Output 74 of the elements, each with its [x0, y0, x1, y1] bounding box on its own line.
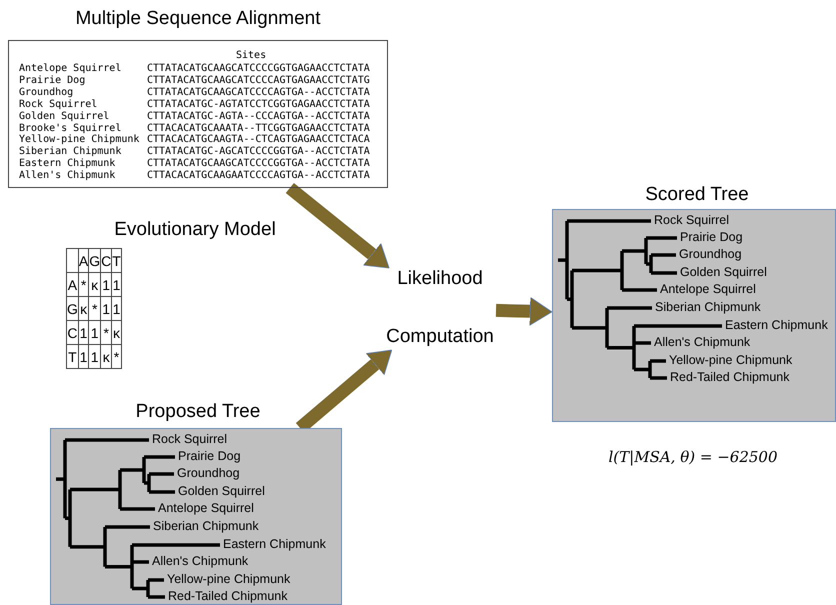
process-label: Likelihood: [397, 268, 483, 290]
panel-title: Evolutionary Model: [114, 219, 276, 241]
species-name: Brooke's Squirrel: [19, 122, 122, 134]
matrix-cell: 1: [112, 272, 122, 296]
matrix-cell: 1: [112, 296, 122, 320]
matrix-cell: κ: [88, 272, 101, 296]
likelihood-formula: l(T|MSA, θ) = −62500: [608, 448, 778, 466]
species-label: Golden Squirrel: [178, 484, 265, 499]
species-label: Yellow-pine Chipmunk: [669, 353, 792, 368]
matrix-cell: A: [78, 248, 89, 272]
matrix-cell: *: [112, 344, 122, 368]
sequence-text: CTTACACATGCAAGTA--CTCAGTGAGAACCTCTACA: [147, 134, 370, 146]
sequence-text: CTTATACATGCAAGCATCCCCGGTGAGAACCTCTATA: [147, 63, 370, 75]
species-name: Groundhog: [19, 86, 74, 99]
panel-title: Proposed Tree: [136, 401, 260, 423]
matrix-cell: *: [100, 320, 112, 344]
species-label: Eastern Chipmunk: [725, 318, 828, 333]
sequence-text: CTTATACATGCAAGCATCCCCAGTGA--ACCTCTATA: [147, 86, 370, 99]
species-label: Red-Tailed Chipmunk: [168, 589, 288, 604]
species-label: Antelope Squirrel: [660, 282, 756, 297]
species-label: Eastern Chipmunk: [223, 537, 326, 552]
species-label: Antelope Squirrel: [158, 501, 254, 516]
species-label: Prairie Dog: [680, 230, 743, 245]
matrix-cell: T: [112, 248, 122, 272]
sequence-text: CTTATACATGCAAGCATCCCCAGTGAGAACCTCTATG: [147, 74, 370, 87]
species-label: Rock Squirrel: [152, 432, 228, 447]
sequence-text: CTTATACATGC-AGTA--CCCAGTGA--ACCTCTATA: [147, 110, 370, 123]
matrix-cell: *: [88, 296, 101, 320]
species-label: Allen's Chipmunk: [152, 554, 248, 569]
species-name: Siberian Chipmunk: [19, 146, 122, 158]
species-label: Groundhog: [177, 466, 240, 481]
species-name: Rock Squirrel: [19, 98, 98, 111]
sequence-text: CTTACACATGCAAGAATCCCCAGTGA--ACCTCTATA: [147, 170, 370, 182]
matrix-cell: A: [66, 272, 78, 296]
matrix-cell: G: [88, 248, 101, 272]
species-label: Yellow-pine Chipmunk: [167, 572, 290, 587]
species-label: Allen's Chipmunk: [654, 335, 750, 350]
sequence-text: CTTACACATGCAAATA--TTCGGTGAGAACCTCTATA: [147, 122, 370, 134]
block-arrow: [496, 296, 552, 326]
sequence-text: CTTATACATGCAAGCATCCCCGGTGA--ACCTCTATA: [147, 158, 370, 170]
matrix-cell: κ: [112, 320, 122, 344]
matrix-cell: 1: [100, 296, 112, 320]
species-label: Red-Tailed Chipmunk: [670, 370, 790, 385]
species-name: Eastern Chipmunk: [19, 158, 116, 170]
species-label: Siberian Chipmunk: [153, 519, 259, 534]
matrix-cell: 1: [78, 320, 89, 344]
species-name: Antelope Squirrel: [19, 63, 122, 75]
panel-title: Multiple Sequence Alignment: [75, 8, 321, 30]
process-label: Computation: [386, 326, 494, 348]
matrix-cell: G: [66, 296, 78, 320]
matrix-cell: C: [100, 248, 112, 272]
matrix-cell: 1: [88, 320, 101, 344]
matrix-cell: *: [78, 272, 89, 296]
species-label: Rock Squirrel: [654, 213, 730, 228]
species-label: Groundhog: [679, 247, 742, 262]
block-arrow: [286, 182, 390, 268]
matrix-cell: T: [66, 344, 78, 368]
matrix-cell: C: [66, 320, 78, 344]
matrix-cell: κ: [78, 296, 89, 320]
species-name: Allen's Chipmunk: [19, 170, 116, 182]
matrix-cell: κ: [100, 344, 112, 368]
species-name: Prairie Dog: [19, 74, 86, 87]
species-label: Prairie Dog: [178, 449, 241, 464]
species-name: Golden Squirrel: [19, 110, 110, 123]
matrix-cell: 1: [100, 272, 112, 296]
sequence-text: CTTATACATGC-AGCATCCCCGGTGA--ACCTCTATA: [147, 146, 370, 158]
matrix-cell: 1: [88, 344, 101, 368]
species-label: Golden Squirrel: [680, 265, 767, 280]
species-name: Yellow-pine Chipmunk: [19, 134, 140, 146]
column-heading: Sites: [236, 50, 266, 62]
sequence-text: CTTATACATGC-AGTATCCTCGGTGAGAACCTCTATA: [147, 98, 370, 111]
species-label: Siberian Chipmunk: [655, 300, 761, 315]
panel-title: Scored Tree: [645, 184, 749, 206]
matrix-cell: 1: [78, 344, 89, 368]
